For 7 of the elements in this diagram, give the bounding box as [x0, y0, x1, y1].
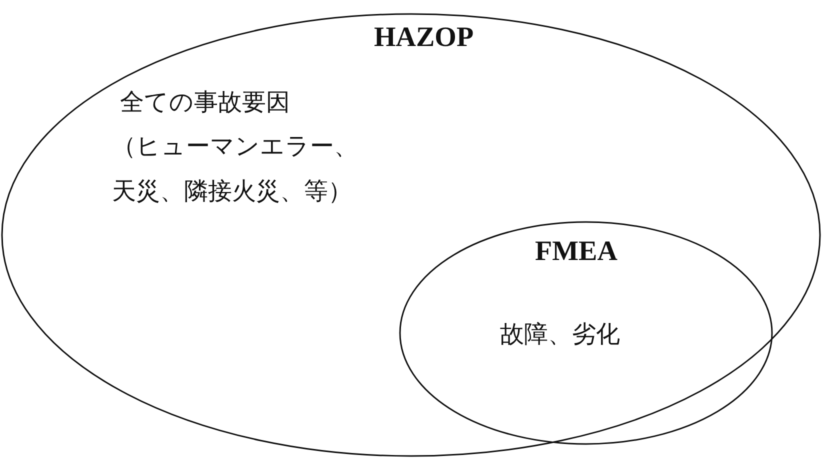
region-heading: FMEA	[535, 236, 618, 268]
category-description: （ヒューマンエラー、天災、隣接火災、等）	[112, 131, 359, 207]
ellipse-region	[2, 14, 820, 456]
category-label: 全ての事故要因	[120, 87, 291, 118]
region-heading: HAZOP	[374, 22, 474, 54]
category-label: 故障、劣化	[500, 319, 621, 350]
ellipse-region	[400, 222, 772, 444]
